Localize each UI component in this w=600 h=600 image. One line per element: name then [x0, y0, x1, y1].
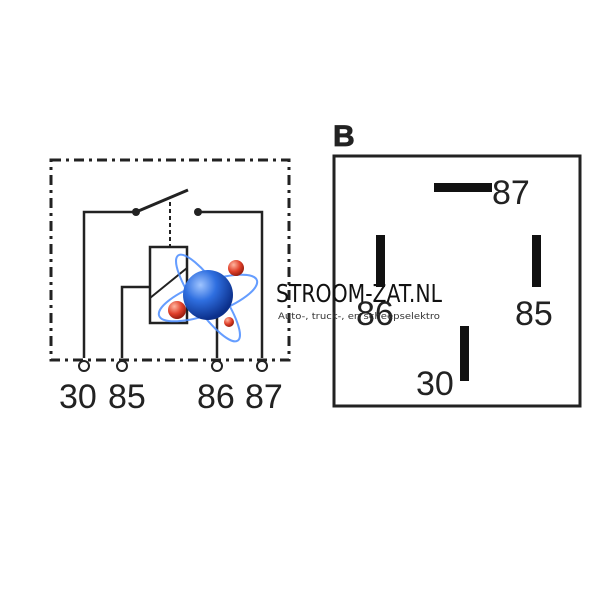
terminal-87-pin — [256, 360, 268, 372]
electron-dot — [224, 317, 234, 327]
terminal-85-pin — [116, 360, 128, 372]
pin-30-label: 30 — [416, 365, 454, 403]
sphere-icon — [183, 270, 233, 320]
atom-logo — [157, 253, 259, 343]
pin-30-blade — [460, 326, 469, 381]
watermark-title: STROOM-ZAT.NL — [276, 279, 442, 308]
pin-87-label: 87 — [492, 174, 530, 212]
wire-87 — [198, 210, 264, 358]
electron-dot — [228, 260, 244, 276]
pin-86-label: 86 — [356, 295, 394, 333]
terminal-87-label: 87 — [245, 378, 283, 416]
terminal-85-label: 85 — [108, 378, 146, 416]
electron-dot — [168, 301, 186, 319]
switch-blade — [135, 188, 189, 214]
relay-schematic: 30 85 86 87 — [49, 158, 291, 416]
wire-30 — [82, 210, 136, 358]
terminal-86-pin — [211, 360, 223, 372]
terminal-30-pin — [78, 360, 90, 372]
pinout-housing — [332, 154, 582, 408]
pin-86-blade — [376, 235, 385, 287]
relay-housing — [49, 158, 291, 362]
watermark-subtitle: Auto-, truck-, en scheepselektro — [278, 312, 440, 322]
pin-87-blade — [434, 183, 492, 192]
wire-85 — [120, 285, 150, 358]
pinout-label: B — [333, 120, 355, 153]
terminal-30-label: 30 — [59, 378, 97, 416]
terminal-86-label: 86 — [197, 378, 235, 416]
pin-85-label: 85 — [515, 295, 553, 333]
coil-diagonal — [149, 267, 188, 299]
watermark: STROOM-ZAT.NL Auto-, truck-, en scheepse… — [157, 253, 442, 343]
relay-pinout: B 87 85 86 30 — [332, 120, 582, 408]
pin-85-blade — [532, 235, 541, 287]
